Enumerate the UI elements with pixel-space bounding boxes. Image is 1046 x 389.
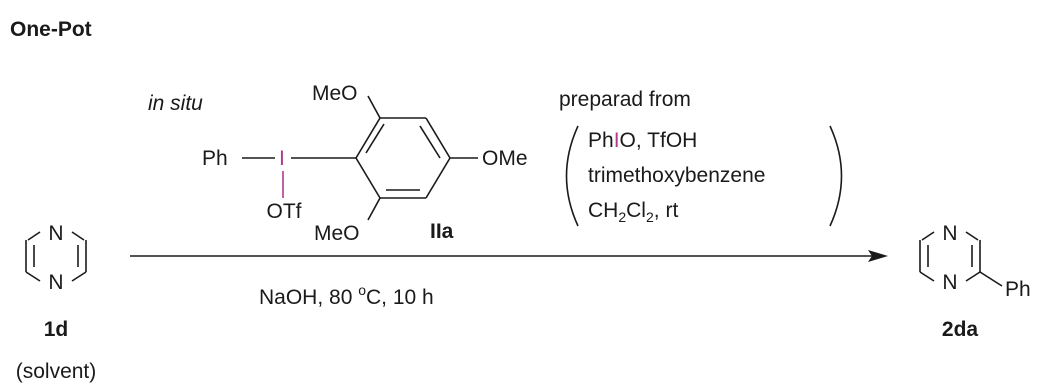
reactant-pyrazine: N N [25,222,87,294]
prep-line2: trimethoxybenzene [588,164,765,187]
reactant-n-bottom: N [48,271,63,294]
prep-left-paren [565,125,579,227]
reagent-ome-right: OMe [482,147,528,170]
product-n-bottom: N [942,271,957,294]
reagent-label: IIa [430,220,454,243]
product-n-top: N [942,222,957,245]
reagent-meo-bottom: MeO [314,222,360,245]
prep-right-paren [829,125,843,227]
product-ph: Ph [1005,278,1031,301]
prep-line3: CH2Cl2, rt [588,199,678,225]
prep-line1: PhIO, TfOH [588,129,697,152]
reaction-arrow-head [868,250,888,262]
product-label: 2da [942,318,979,341]
scheme-title: One-Pot [10,18,92,41]
prep-header: preparad from [559,88,691,111]
reactant-n-top: N [48,222,63,245]
in-situ-label: in situ [148,92,203,115]
reagent-iodine: I [279,147,285,170]
reaction-conditions: NaOH, 80 oC, 10 h [259,282,434,309]
reactant-label: 1d [44,318,69,341]
reagent-meo-top: MeO [312,82,358,105]
product-pyrazine: N N Ph [919,222,1031,301]
iodonium-reagent-structure: Ph I OTf MeO OMe MeO [202,82,528,245]
reagent-ph: Ph [202,147,228,170]
reactant-note: (solvent) [16,360,97,383]
reagent-otf: OTf [267,200,302,223]
